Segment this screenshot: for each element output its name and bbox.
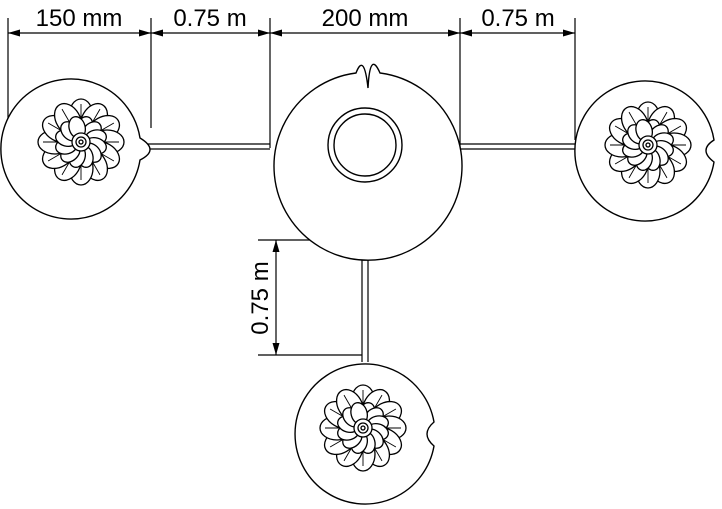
dim-label-top-center-width: 200 mm — [322, 5, 409, 32]
lily-pad-bottom — [294, 363, 435, 505]
lily-pad-right — [574, 80, 715, 222]
center-pad — [273, 63, 463, 261]
dim-label-top-right-gap: 0.75 m — [481, 5, 554, 32]
dim-label-top-left-gap: 0.75 m — [173, 5, 246, 32]
dim-label-top-left-width: 150 mm — [36, 5, 123, 32]
vertical-dimension-arrows — [272, 240, 280, 355]
dim-label-vertical-gap: 0.75 m — [247, 261, 274, 334]
top-dimension-arrows — [8, 29, 575, 37]
lily-pad-left — [0, 78, 151, 220]
top-dimension-lines — [7, 18, 576, 148]
